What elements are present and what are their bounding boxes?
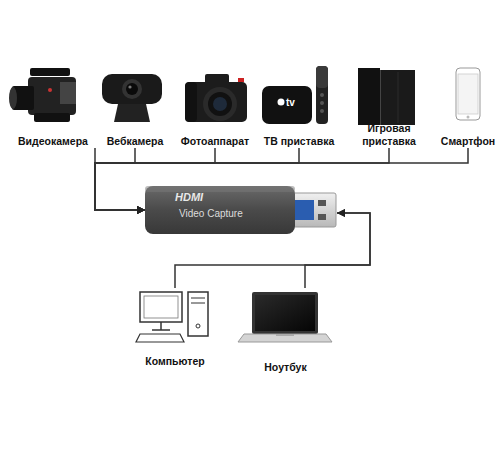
- laptop-node: Ноутбук: [238, 288, 333, 374]
- photo-camera-icon-part: [238, 78, 244, 82]
- camcorder-icon-part: [60, 82, 76, 104]
- dongle-text: HDMI: [175, 191, 203, 203]
- webcam-icon-part: [122, 79, 142, 99]
- photo-camera-icon-part: [213, 97, 227, 111]
- desktop-computer-icon-part: [196, 324, 200, 328]
- photo-camera-icon-part: [185, 82, 247, 122]
- desktop-computer-icon-part: [136, 334, 184, 342]
- tv-box-icon-part: [320, 93, 324, 97]
- game-console-icon-part: [380, 70, 381, 125]
- desktop-computer-icon: [136, 292, 208, 342]
- computer-label: Компьютер: [135, 355, 215, 368]
- tv-box-icon-part: [320, 109, 324, 113]
- device-label: Смартфон: [440, 135, 496, 148]
- webcam-icon-part: [114, 104, 150, 122]
- camcorder-icon-part: [28, 77, 76, 115]
- camcorder-icon: [9, 68, 76, 122]
- device-node: Фотоаппарат: [178, 64, 252, 148]
- capture-dongle-icon-part: [318, 200, 326, 206]
- smartphone-icon-part: [458, 74, 478, 114]
- device-node: Смартфон: [440, 64, 496, 148]
- photo-camera-icon-part: [203, 87, 237, 121]
- desktop-computer-icon-part: [140, 292, 182, 322]
- capture-dongle: HDMI Video Capture: [145, 184, 337, 236]
- webcam-icon: [102, 74, 162, 122]
- photo-camera-icon-part: [208, 92, 232, 116]
- smartphone-icon-part: [456, 68, 480, 120]
- signal-arrow: [95, 148, 468, 210]
- capture-dongle-icon-part: [318, 214, 326, 220]
- webcam-icon-part: [126, 83, 138, 95]
- capture-dongle-icon-part: [145, 186, 295, 192]
- signal-arrow: [175, 213, 370, 288]
- game-console-icon-part: [398, 72, 399, 123]
- tv-box-icon-part: [320, 101, 324, 105]
- smartphone-icon-part: [467, 116, 470, 119]
- desktop-computer-icon-part: [160, 322, 162, 330]
- camcorder-icon-part: [30, 68, 70, 76]
- signal-arrow: [95, 148, 389, 210]
- device-label: Видеокамера: [8, 135, 98, 148]
- tv-box-icon-part: [316, 66, 328, 88]
- game-console-icon: [358, 68, 415, 125]
- capture-dongle-icon-part: [290, 193, 336, 227]
- device-label: Фотоаппарат: [178, 135, 252, 148]
- device-label: Вебкамера: [100, 135, 170, 148]
- signal-arrow: [305, 213, 370, 288]
- game-console-icon-part: [358, 68, 380, 125]
- capture-dongle-icon-part: [292, 200, 314, 220]
- laptop-icon-part: [255, 295, 315, 331]
- dongle-text: Video Capture: [179, 208, 243, 219]
- camcorder-icon-part: [9, 87, 17, 109]
- device-node: ТВ приставка: [258, 64, 340, 148]
- tv-logo-text: tv: [286, 97, 295, 108]
- webcam-icon-part: [102, 74, 162, 104]
- capture-dongle-icon-part: [145, 186, 295, 234]
- desktop-computer-icon-part: [152, 329, 170, 331]
- photo-camera-icon: [185, 74, 247, 122]
- desktop-computer-icon-part: [191, 303, 205, 304]
- device-label: ТВ приставка: [258, 135, 340, 148]
- desktop-computer-icon-part: [191, 298, 205, 299]
- camcorder-icon-part: [34, 113, 70, 122]
- tv-box-icon-part: [278, 99, 285, 106]
- laptop-icon-part: [276, 334, 294, 336]
- camcorder-icon-part: [48, 88, 52, 92]
- laptop-icon-part: [252, 292, 318, 334]
- signal-arrow: [95, 148, 215, 210]
- signal-arrow: [95, 148, 145, 210]
- computer-node: Компьютер: [135, 288, 215, 368]
- capture-dongle-icon: [145, 186, 336, 234]
- device-node: Видеокамера: [8, 64, 98, 148]
- desktop-computer-icon-part: [144, 296, 178, 318]
- webcam-icon-part: [128, 85, 131, 88]
- device-node: Игровая приставка: [342, 64, 436, 148]
- signal-arrow: [95, 148, 145, 210]
- laptop-label: Ноутбук: [238, 361, 333, 374]
- tv-box-icon-part: [316, 66, 328, 124]
- tv-box-icon-part: [262, 86, 312, 124]
- photo-camera-icon-part: [185, 82, 197, 122]
- desktop-computer-icon-part: [188, 292, 208, 336]
- laptop-icon-part: [238, 334, 332, 342]
- tv-box-icon: [262, 66, 328, 124]
- game-console-icon-part: [381, 70, 415, 125]
- smartphone-icon: [456, 68, 480, 120]
- signal-arrow: [95, 148, 299, 210]
- device-node: Вебкамера: [100, 64, 170, 148]
- laptop-icon: [238, 292, 332, 342]
- device-label: Игровая приставка: [342, 122, 436, 148]
